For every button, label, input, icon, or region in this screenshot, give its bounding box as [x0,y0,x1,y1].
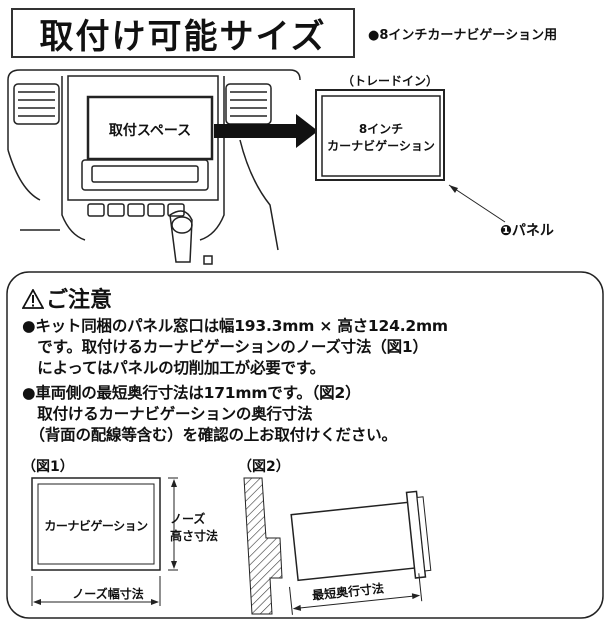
panel-callout: ❶パネル [500,220,554,240]
space-label: 取付スペース [108,123,192,139]
notice-box [6,271,604,619]
nose-height-label: ノーズ 高さ寸法 [170,512,219,543]
subtitle: ●8インチカーナビゲーション用 [368,28,558,43]
figure1-label: （図1） [22,459,74,475]
notice-line-4: ●車両側の最短奥行寸法は171mmです。（図2） [22,384,361,402]
navi-unit-label: 8インチ カーナビゲーション [327,122,435,153]
notice-line-6: （背面の配線等含む）を確認の上お取付けください。 [22,426,397,444]
figure1-diagram [31,477,178,606]
notice-line-2: です。取付けるカーナビゲーションのノーズ寸法（図1） [22,338,428,356]
figure2-diagram [243,477,432,615]
warning-triangle-icon [22,289,44,309]
panel-label: パネル [511,223,554,239]
figure1-unit-label: カーナビゲーション [44,519,148,533]
notice-title: ご注意 [22,282,112,314]
panel-marker: ❶ [500,223,512,239]
dashboard-illustration [7,69,506,265]
notice-line-1: ●キット同梱のパネル窓口は幅193.3mm × 高さ124.2mm [22,317,448,335]
page-title: 取付け可能サイズ [11,8,355,58]
nose-width-label: ノーズ幅寸法 [72,587,144,601]
figure2-label: （図2） [238,459,290,475]
notice-line-5: 取付けるカーナビゲーションの奥行寸法 [22,405,313,423]
trade-in-label: （トレードイン） [342,74,439,88]
notice-line-3: によってはパネルの切削加工が必要です。 [22,359,325,377]
